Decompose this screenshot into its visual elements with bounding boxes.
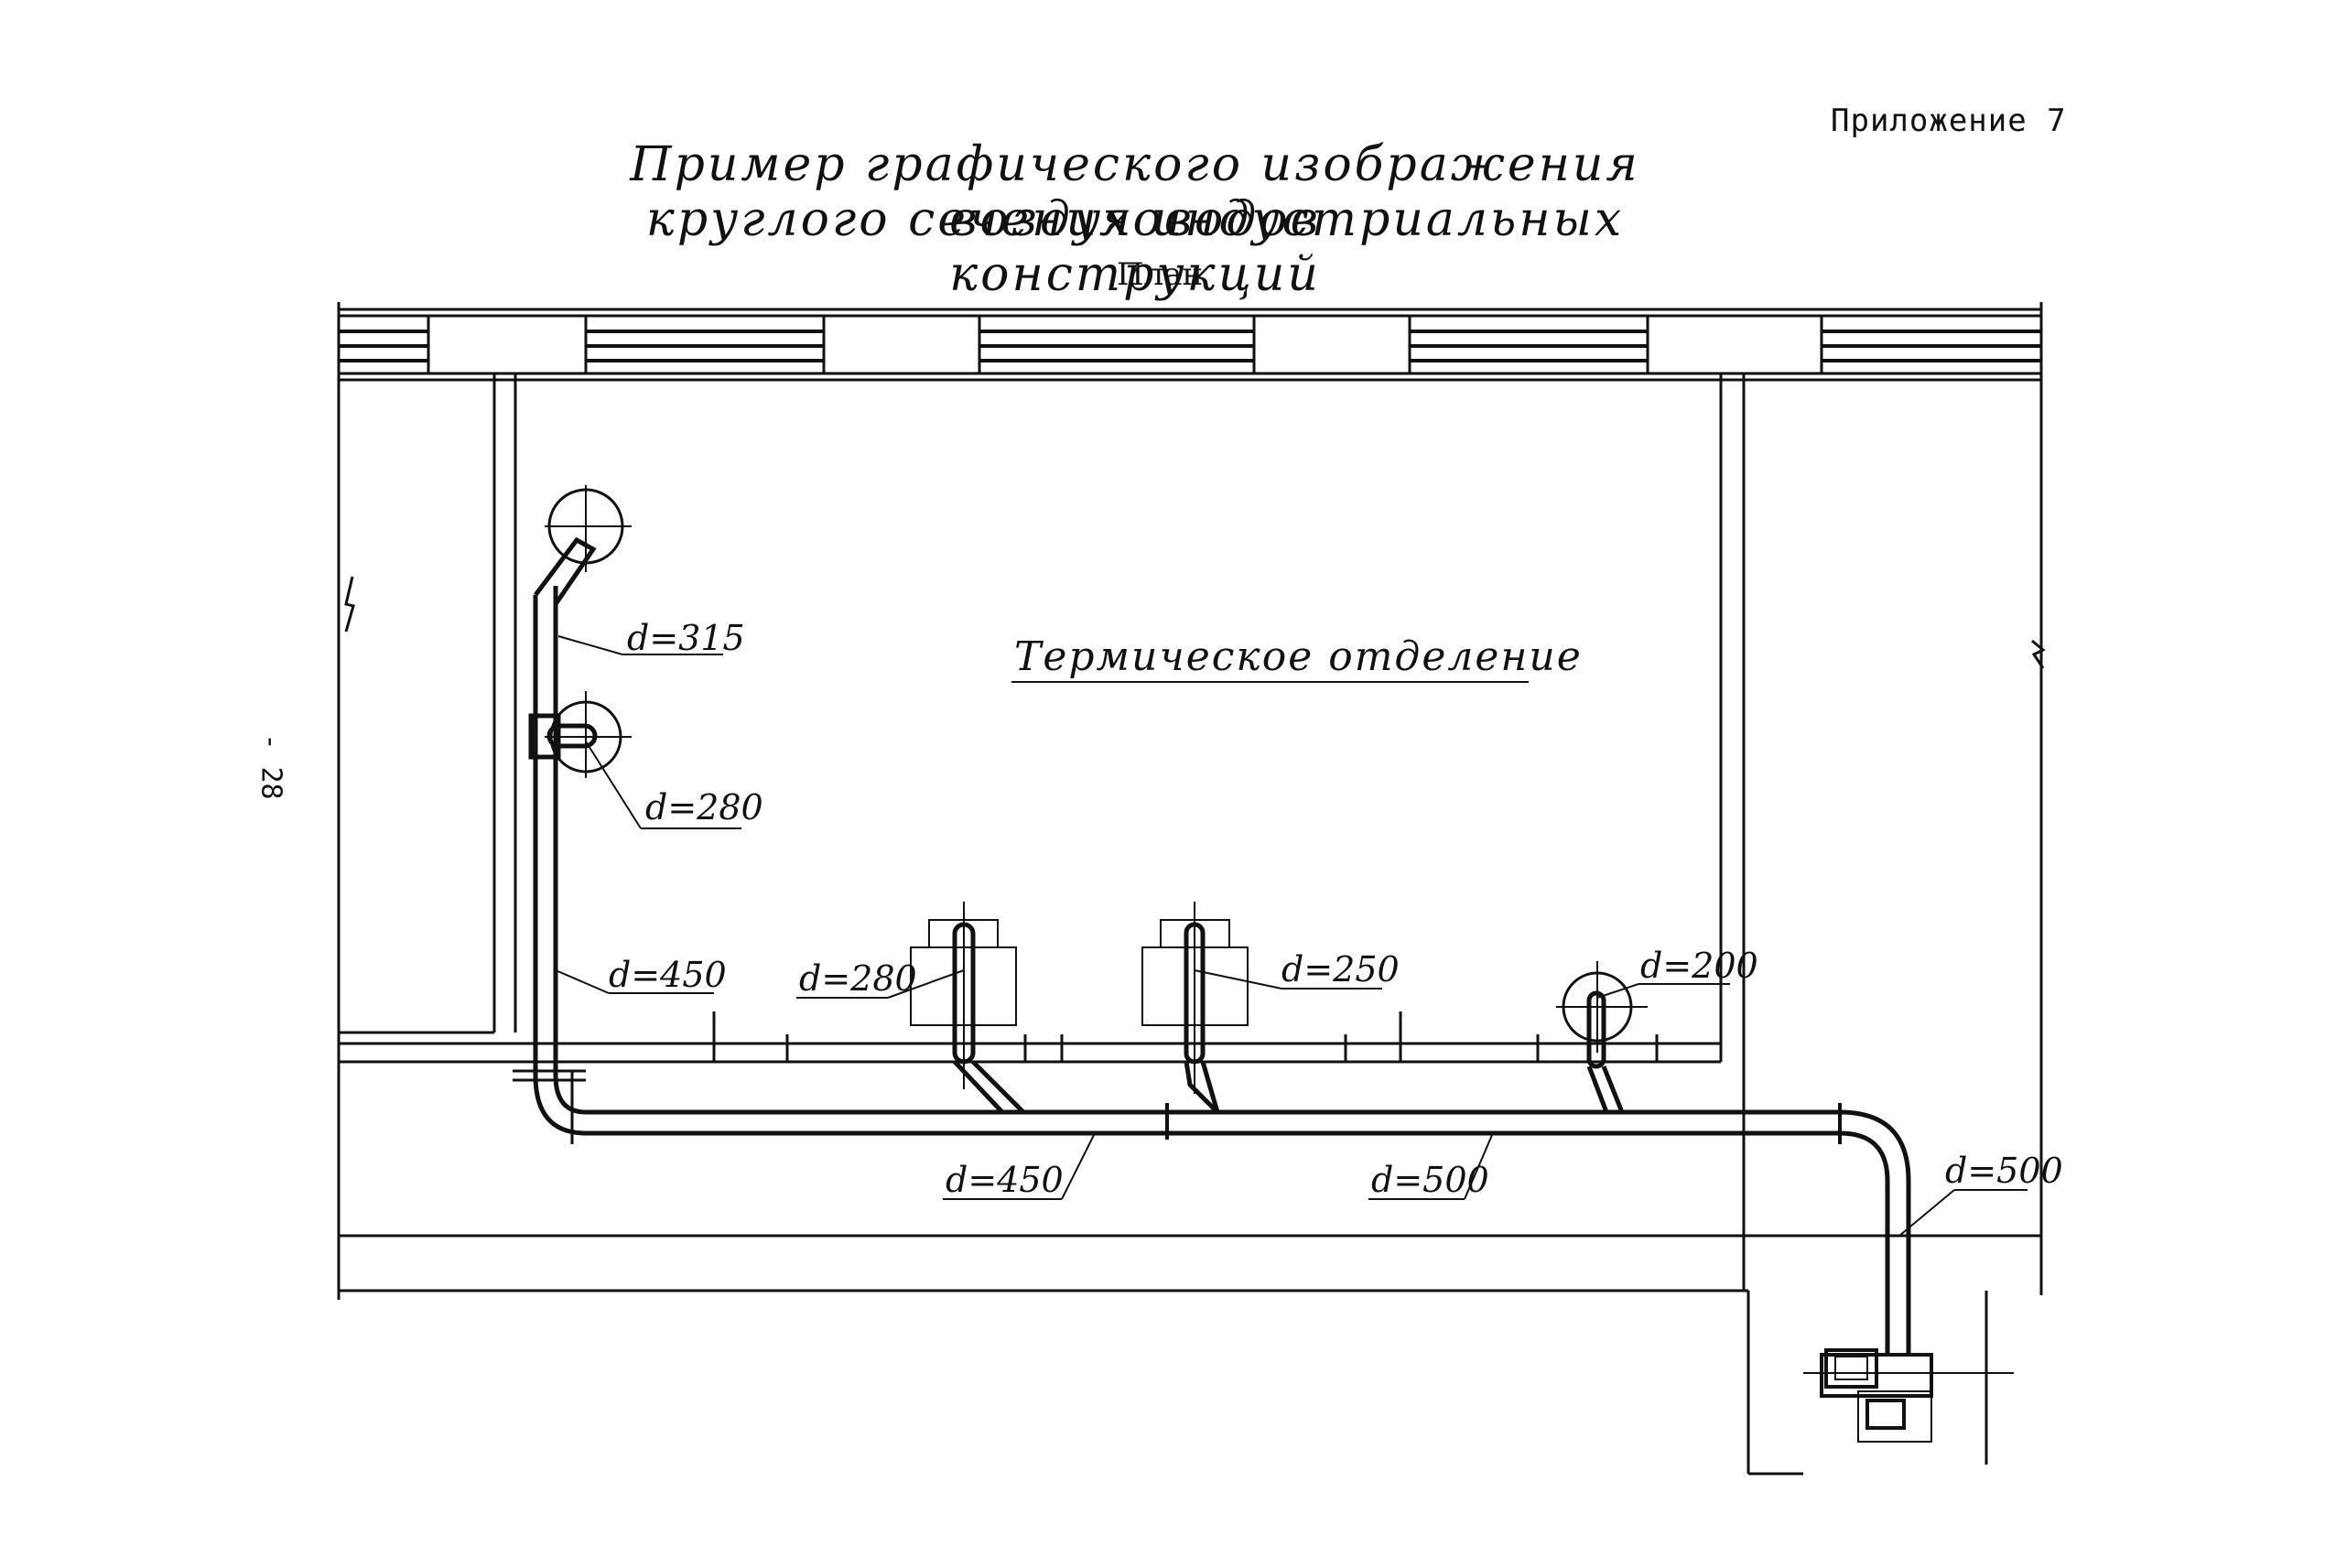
label-d500-vertical: d=500 [1945,1151,2063,1191]
label-d450-vertical: d=450 [609,955,727,995]
fan-unit [1803,1348,2014,1443]
title-line-1: Пример графического изображения воздухов… [630,137,1640,247]
duct-vertical-left [513,485,632,1144]
label-d280-branch: d=280 [799,958,917,999]
plan-subtitle: План [1117,256,1204,293]
branch-d200 [1556,961,1648,1115]
duct-horizontal-main [586,1103,1911,1355]
room-name: Термическое отделение [1014,633,1583,680]
branch-d280 [910,902,1030,1115]
title-line-2: круглого сечения индустриальных конструк… [645,192,1625,302]
label-d280-top: d=280 [645,787,763,827]
label-d500-horizontal: d=500 [1371,1160,1489,1200]
label-d200: d=200 [1640,946,1758,986]
label-d450-horizontal: d=450 [946,1160,1064,1200]
leader-lines [555,635,2028,1237]
label-d250: d=250 [1281,949,1400,989]
partitions [339,373,2046,1476]
top-wall [337,302,2043,1300]
branch-d250 [1141,902,1249,1114]
appendix-label: Приложение 7 [1831,103,2067,139]
label-d315: d=315 [627,618,745,658]
